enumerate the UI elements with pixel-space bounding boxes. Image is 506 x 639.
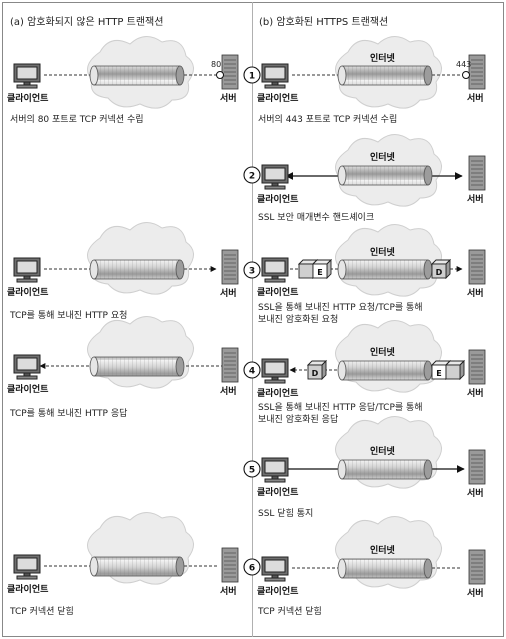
- cloud-left-3: [87, 222, 194, 295]
- pipe-left-3: [89, 259, 185, 280]
- msg-letter-e: E: [317, 268, 322, 277]
- client-computer-icon: [13, 354, 41, 380]
- caption-left-step3: TCP를 통해 보내진 HTTP 요청: [10, 311, 128, 321]
- step-circle: [243, 261, 261, 279]
- server-icon: [468, 54, 486, 90]
- port-circle: [462, 71, 470, 79]
- internet-label: 인터넷: [370, 54, 395, 64]
- server-label: 서버: [220, 387, 237, 397]
- client-computer-icon: [261, 556, 289, 582]
- server-label: 서버: [467, 195, 484, 205]
- pipe-right-4: [337, 360, 433, 381]
- step-circle: [243, 166, 261, 184]
- client-label: 클라이언트: [257, 94, 299, 104]
- server-icon: [221, 249, 239, 285]
- server-label: 서버: [467, 389, 484, 399]
- internet-label: 인터넷: [370, 546, 395, 556]
- step-circle: [243, 66, 261, 84]
- server-icon: [221, 54, 239, 90]
- server-icon: [468, 249, 486, 285]
- caption-right-step4-line2: 보내진 암호화된 응답: [258, 415, 339, 425]
- step-circle: [243, 558, 261, 576]
- client-label: 클라이언트: [7, 585, 49, 595]
- cloud-left-4: [87, 316, 194, 389]
- caption-right-step4-line1: SSL을 통해 보내진 HTTP 응답/TCP를 통해: [258, 403, 423, 413]
- step-number: 2: [249, 172, 255, 182]
- decrypted-message-box: [430, 258, 452, 280]
- msg-letter-d: D: [436, 268, 443, 277]
- client-computer-icon: [261, 358, 289, 384]
- server-icon: [221, 547, 239, 583]
- client-computer-icon: [13, 257, 41, 283]
- right-panel-title: (b) 암호화된 HTTPS 트랜잭션: [259, 17, 389, 28]
- server-label: 서버: [467, 589, 484, 599]
- caption-right-step3-line2: 보내진 암호화된 요청: [258, 315, 339, 325]
- server-icon: [468, 155, 486, 191]
- server-label: 서버: [467, 94, 484, 104]
- step-number: 4: [249, 367, 255, 377]
- server-label: 서버: [220, 587, 237, 597]
- pipe-right-5: [337, 459, 433, 480]
- client-label: 클라이언트: [7, 288, 49, 298]
- server-label: 서버: [220, 94, 237, 104]
- client-computer-icon: [261, 63, 289, 89]
- caption-right-step5: SSL 닫힘 통지: [258, 509, 314, 519]
- msg-letter-d: D: [312, 369, 319, 378]
- caption-left-step6: TCP 커넥션 닫힘: [10, 607, 74, 617]
- client-label: 클라이언트: [257, 587, 299, 597]
- pipe-left-1: [89, 65, 185, 86]
- server-label: 서버: [220, 289, 237, 299]
- caption-right-step2: SSL 보안 매개변수 핸드셰이크: [258, 213, 375, 223]
- step-circle: [243, 361, 261, 379]
- caption-right-step3-line1: SSL을 통해 보내진 HTTP 요청/TCP를 통해: [258, 303, 423, 313]
- step-number: 6: [249, 564, 255, 574]
- client-computer-icon: [261, 164, 289, 190]
- server-icon: [468, 449, 486, 485]
- server-icon: [468, 349, 486, 385]
- step-circle: [243, 460, 261, 478]
- client-label: 클라이언트: [257, 288, 299, 298]
- server-icon: [221, 347, 239, 383]
- decrypted-message-box: [306, 359, 328, 381]
- pipe-left-6: [89, 556, 185, 577]
- pipe-right-2: [337, 165, 433, 186]
- port-circle: [216, 71, 224, 79]
- pipe-right-6: [337, 558, 433, 579]
- step-number: 5: [249, 466, 255, 476]
- client-label: 클라이언트: [7, 94, 49, 104]
- caption-left-step1: 서버의 80 포트로 TCP 커넥션 수립: [10, 115, 144, 125]
- client-computer-icon: [13, 63, 41, 89]
- client-computer-icon: [13, 554, 41, 580]
- caption-left-step4: TCP를 통해 보내진 HTTP 응답: [10, 409, 128, 419]
- server-label: 서버: [467, 289, 484, 299]
- caption-right-step6: TCP 커넥션 닫힘: [258, 607, 322, 617]
- decrypted-message-box: [444, 359, 466, 381]
- port-label-https: 443: [456, 60, 472, 69]
- client-computer-icon: [261, 257, 289, 283]
- server-label: 서버: [467, 489, 484, 499]
- internet-label: 인터넷: [370, 248, 395, 258]
- encrypted-message-box: [311, 258, 333, 280]
- internet-label: 인터넷: [370, 153, 395, 163]
- step-number: 1: [249, 72, 255, 82]
- msg-letter-e: E: [436, 369, 441, 378]
- caption-right-step1: 서버의 443 포트로 TCP 커넥션 수립: [258, 115, 398, 125]
- pipe-right-3: [337, 259, 433, 280]
- pipe-right-1: [337, 65, 433, 86]
- internet-label: 인터넷: [370, 447, 395, 457]
- client-label: 클라이언트: [257, 488, 299, 498]
- left-panel-title: (a) 암호화되지 않은 HTTP 트랜잭션: [10, 17, 164, 28]
- client-computer-icon: [261, 457, 289, 483]
- server-icon: [468, 549, 486, 585]
- panel-divider: [252, 2, 253, 637]
- pipe-left-4: [89, 356, 185, 377]
- step-number: 3: [249, 267, 255, 277]
- client-label: 클라이언트: [257, 389, 299, 399]
- client-label: 클라이언트: [7, 385, 49, 395]
- port-label-http: 80: [211, 60, 222, 69]
- client-label: 클라이언트: [257, 195, 299, 205]
- internet-label: 인터넷: [370, 348, 395, 358]
